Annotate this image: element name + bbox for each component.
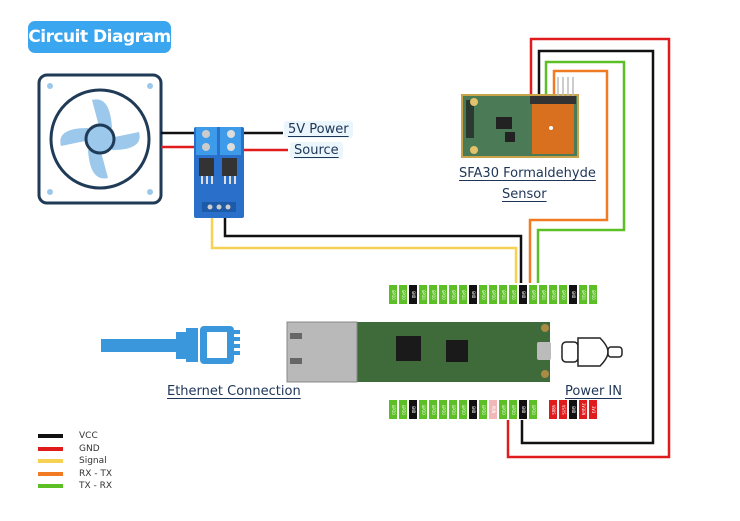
usb-c-plug-icon: [561, 337, 623, 367]
top-pin-gpio: GPIO: [579, 285, 587, 304]
top-pin-gpio: GPIO: [499, 285, 507, 304]
top-pin-gpio: GPIO: [419, 285, 427, 304]
top-pin-gpio: GPIO: [449, 285, 457, 304]
legend-label: Signal: [79, 456, 107, 467]
sensor-label-line1: SFA30 Formaldehyde: [459, 166, 596, 181]
bottom-pin-3v3en: 3V3EN: [579, 400, 587, 419]
top-pin-gpio: GPIO: [539, 285, 547, 304]
top-pin-gpio: GPIO: [479, 285, 487, 304]
legend-swatch: [38, 471, 63, 476]
bottom-pin-gpio: GPIO: [499, 400, 507, 419]
legend-item-tx-rx: TX - RX: [38, 480, 112, 493]
bottom-pin-gnd: GND: [569, 400, 577, 419]
legend-label: GND: [79, 443, 100, 454]
top-pin-gpio: GPIO: [429, 285, 437, 304]
top-pin-gpio: GPIO: [509, 285, 517, 304]
bottom-pin-gpio: GPIO: [459, 400, 467, 419]
top-pin-gpio: GPIO: [559, 285, 567, 304]
bottom-pin-blank: [539, 400, 547, 419]
legend-label: VCC: [79, 431, 98, 442]
legend-label: TX - RX: [79, 481, 113, 492]
top-pin-gpio: GPIO: [389, 285, 397, 304]
wire-legend: VCC GND Signal RX - TX TX - RX: [38, 430, 112, 493]
ethernet-label: Ethernet Connection: [167, 384, 301, 399]
legend-swatch: [38, 484, 63, 489]
top-pin-gpio: GPIO: [439, 285, 447, 304]
legend-item-gnd: GND: [38, 443, 112, 456]
top-pin-gpio: GPIO: [529, 285, 537, 304]
bottom-pin-gpio: GPIO: [429, 400, 437, 419]
top-pin-gpio: GPIO: [489, 285, 497, 304]
top-pin-gpio: GPIO: [589, 285, 597, 304]
bottom-pin-vsys: VSYS: [559, 400, 567, 419]
bottom-pin-gpio: GPIO: [529, 400, 537, 419]
top-pin-gpio: GPIO: [399, 285, 407, 304]
top-pin-gnd: GND: [519, 285, 527, 304]
sensor-vcc-wire: [520, 49, 655, 445]
signal-wire: [210, 218, 518, 283]
sensor-gnd-wire: [506, 37, 671, 459]
top-pin-gpio: GPIO: [549, 285, 557, 304]
legend-item-vcc: VCC: [38, 430, 112, 443]
tx-rx-wire: [536, 60, 626, 283]
bottom-pin-gpio: GPIO: [389, 400, 397, 419]
rx-tx-wire: [528, 69, 609, 283]
microcontroller-board-icon: [286, 321, 551, 383]
mosfet-vcc-wire: [223, 218, 523, 283]
top-pin-gnd: GND: [469, 285, 477, 304]
top-pin-gnd: GND: [569, 285, 577, 304]
legend-label: RX - TX: [79, 468, 113, 479]
top-pin-gpio: GPIO: [459, 285, 467, 304]
mosfet-module-icon: [194, 127, 244, 218]
power-in-label: Power IN: [565, 384, 622, 399]
bottom-pin-gpio: GPIO: [399, 400, 407, 419]
bottom-pin-gnd: GND: [409, 400, 417, 419]
bottom-pin-gpio: GPIO: [419, 400, 427, 419]
legend-swatch: [38, 459, 63, 464]
legend-item-signal: Signal: [38, 455, 112, 468]
bottom-pin-gpio: GPIO: [479, 400, 487, 419]
sensor-label-line2: Sensor: [502, 187, 547, 202]
ethernet-cable-icon: [101, 326, 240, 364]
bottom-pin-gpio: GPIO: [439, 400, 447, 419]
bottom-pin-gnd: GND: [469, 400, 477, 419]
diagram-title: Circuit Diagram: [28, 21, 171, 53]
fan-icon: [37, 73, 163, 205]
bottom-pin-run: RUN: [489, 400, 497, 419]
power-source-label-line2: Source: [290, 142, 343, 159]
bottom-pin-gpio: GPIO: [449, 400, 457, 419]
sensor-module-icon: [461, 77, 579, 158]
legend-swatch: [38, 446, 63, 451]
legend-swatch: [38, 434, 63, 439]
bottom-pin-gpio: GPIO: [509, 400, 517, 419]
bottom-pin-3v3: 3V3: [589, 400, 597, 419]
legend-item-rx-tx: RX - TX: [38, 468, 112, 481]
top-pin-gnd: GND: [409, 285, 417, 304]
power-source-label-line1: 5V Power: [284, 121, 353, 138]
bottom-pin-vbus: VBUS: [549, 400, 557, 419]
bottom-pin-gnd: GND: [519, 400, 527, 419]
